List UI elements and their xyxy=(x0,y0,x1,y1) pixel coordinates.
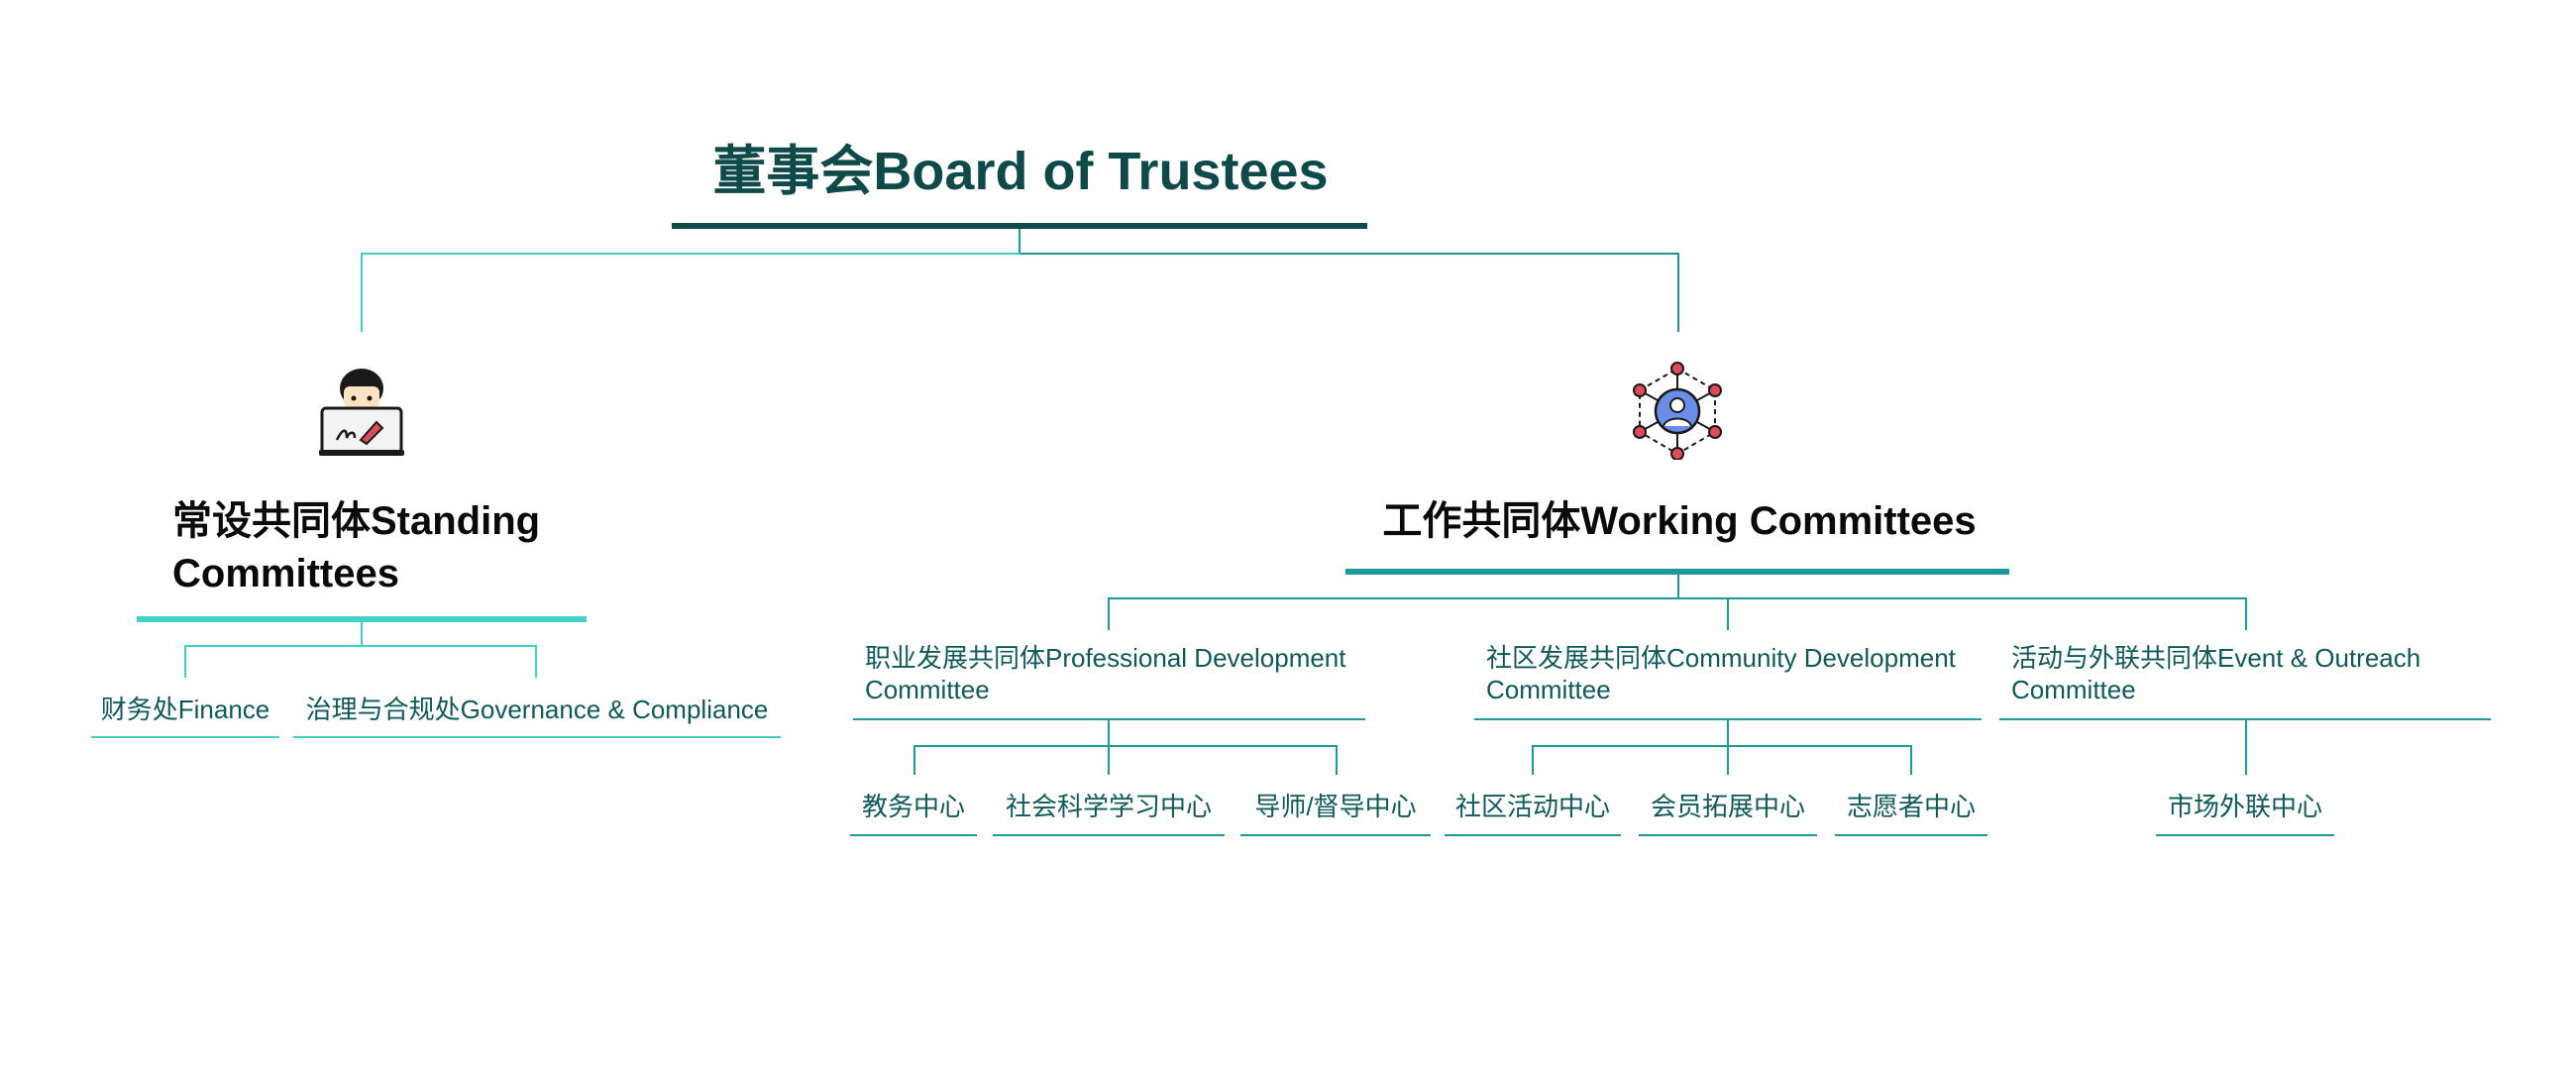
person-laptop-icon xyxy=(317,365,406,460)
standing-underline xyxy=(137,616,587,622)
working-committees-title: 工作共同体Working Committees xyxy=(1382,499,1977,543)
connector xyxy=(361,253,1020,255)
committee-event-outreach: 活动与外联共同体Event & Outreach Committee xyxy=(2011,643,2421,704)
connector xyxy=(1108,720,1110,775)
connector xyxy=(1677,575,1679,599)
connector xyxy=(1336,745,1338,775)
center-volunteers: 志愿者中心 xyxy=(1846,792,1976,821)
working-underline xyxy=(1345,569,2009,575)
connector xyxy=(1019,229,1020,254)
center-community-activities: 社区活动中心 xyxy=(1454,792,1610,821)
connector xyxy=(1108,597,1110,630)
unit-underline xyxy=(91,736,279,738)
center-social-science-learning: 社会科学学习中心 xyxy=(1005,792,1212,821)
connector xyxy=(1532,745,1912,747)
center-mentorship-supervision: 导师/督导中心 xyxy=(1254,792,1417,821)
connector xyxy=(2245,720,2247,775)
center-marketing-outreach: 市场外联中心 xyxy=(2167,792,2322,821)
connector xyxy=(1727,720,1729,775)
connector xyxy=(535,645,537,678)
connector xyxy=(1020,253,1679,255)
center-academic-affairs: 教务中心 xyxy=(861,792,965,821)
connector xyxy=(361,253,363,332)
board-title: 董事会Board of Trustees xyxy=(712,142,1329,201)
standing-committees-title: 常设共同体Standing Committees xyxy=(172,499,541,595)
center-membership-expansion: 会员拓展中心 xyxy=(1650,792,1805,821)
committee-underline xyxy=(1999,718,2491,720)
center-underline xyxy=(2156,834,2334,836)
connector xyxy=(913,745,915,775)
center-underline xyxy=(1445,834,1621,836)
network-people-icon xyxy=(1633,361,1722,461)
connector xyxy=(1532,745,1534,775)
connector xyxy=(184,645,186,678)
center-underline xyxy=(1639,834,1817,836)
connector xyxy=(1108,597,2247,599)
connector xyxy=(361,622,363,647)
connector xyxy=(2245,597,2247,630)
center-underline xyxy=(850,834,977,836)
committee-underline xyxy=(1474,718,1982,720)
center-underline xyxy=(1240,834,1431,836)
connector xyxy=(184,645,537,647)
board-underline xyxy=(672,223,1367,229)
committee-community-development: 社区发展共同体Community Development Committee xyxy=(1486,643,1956,704)
connector xyxy=(1910,745,1912,775)
center-underline xyxy=(1835,834,1987,836)
unit-underline xyxy=(293,736,781,738)
committee-underline xyxy=(853,718,1365,720)
standing-unit-governance: 治理与合规处Governance & Compliance xyxy=(305,695,769,724)
center-underline xyxy=(993,834,1225,836)
standing-unit-finance: 财务处Finance xyxy=(100,695,270,724)
connector xyxy=(913,745,1338,747)
connector xyxy=(1677,253,1679,332)
committee-professional-development: 职业发展共同体Professional Development Committe… xyxy=(865,643,1346,704)
connector xyxy=(1727,597,1729,630)
